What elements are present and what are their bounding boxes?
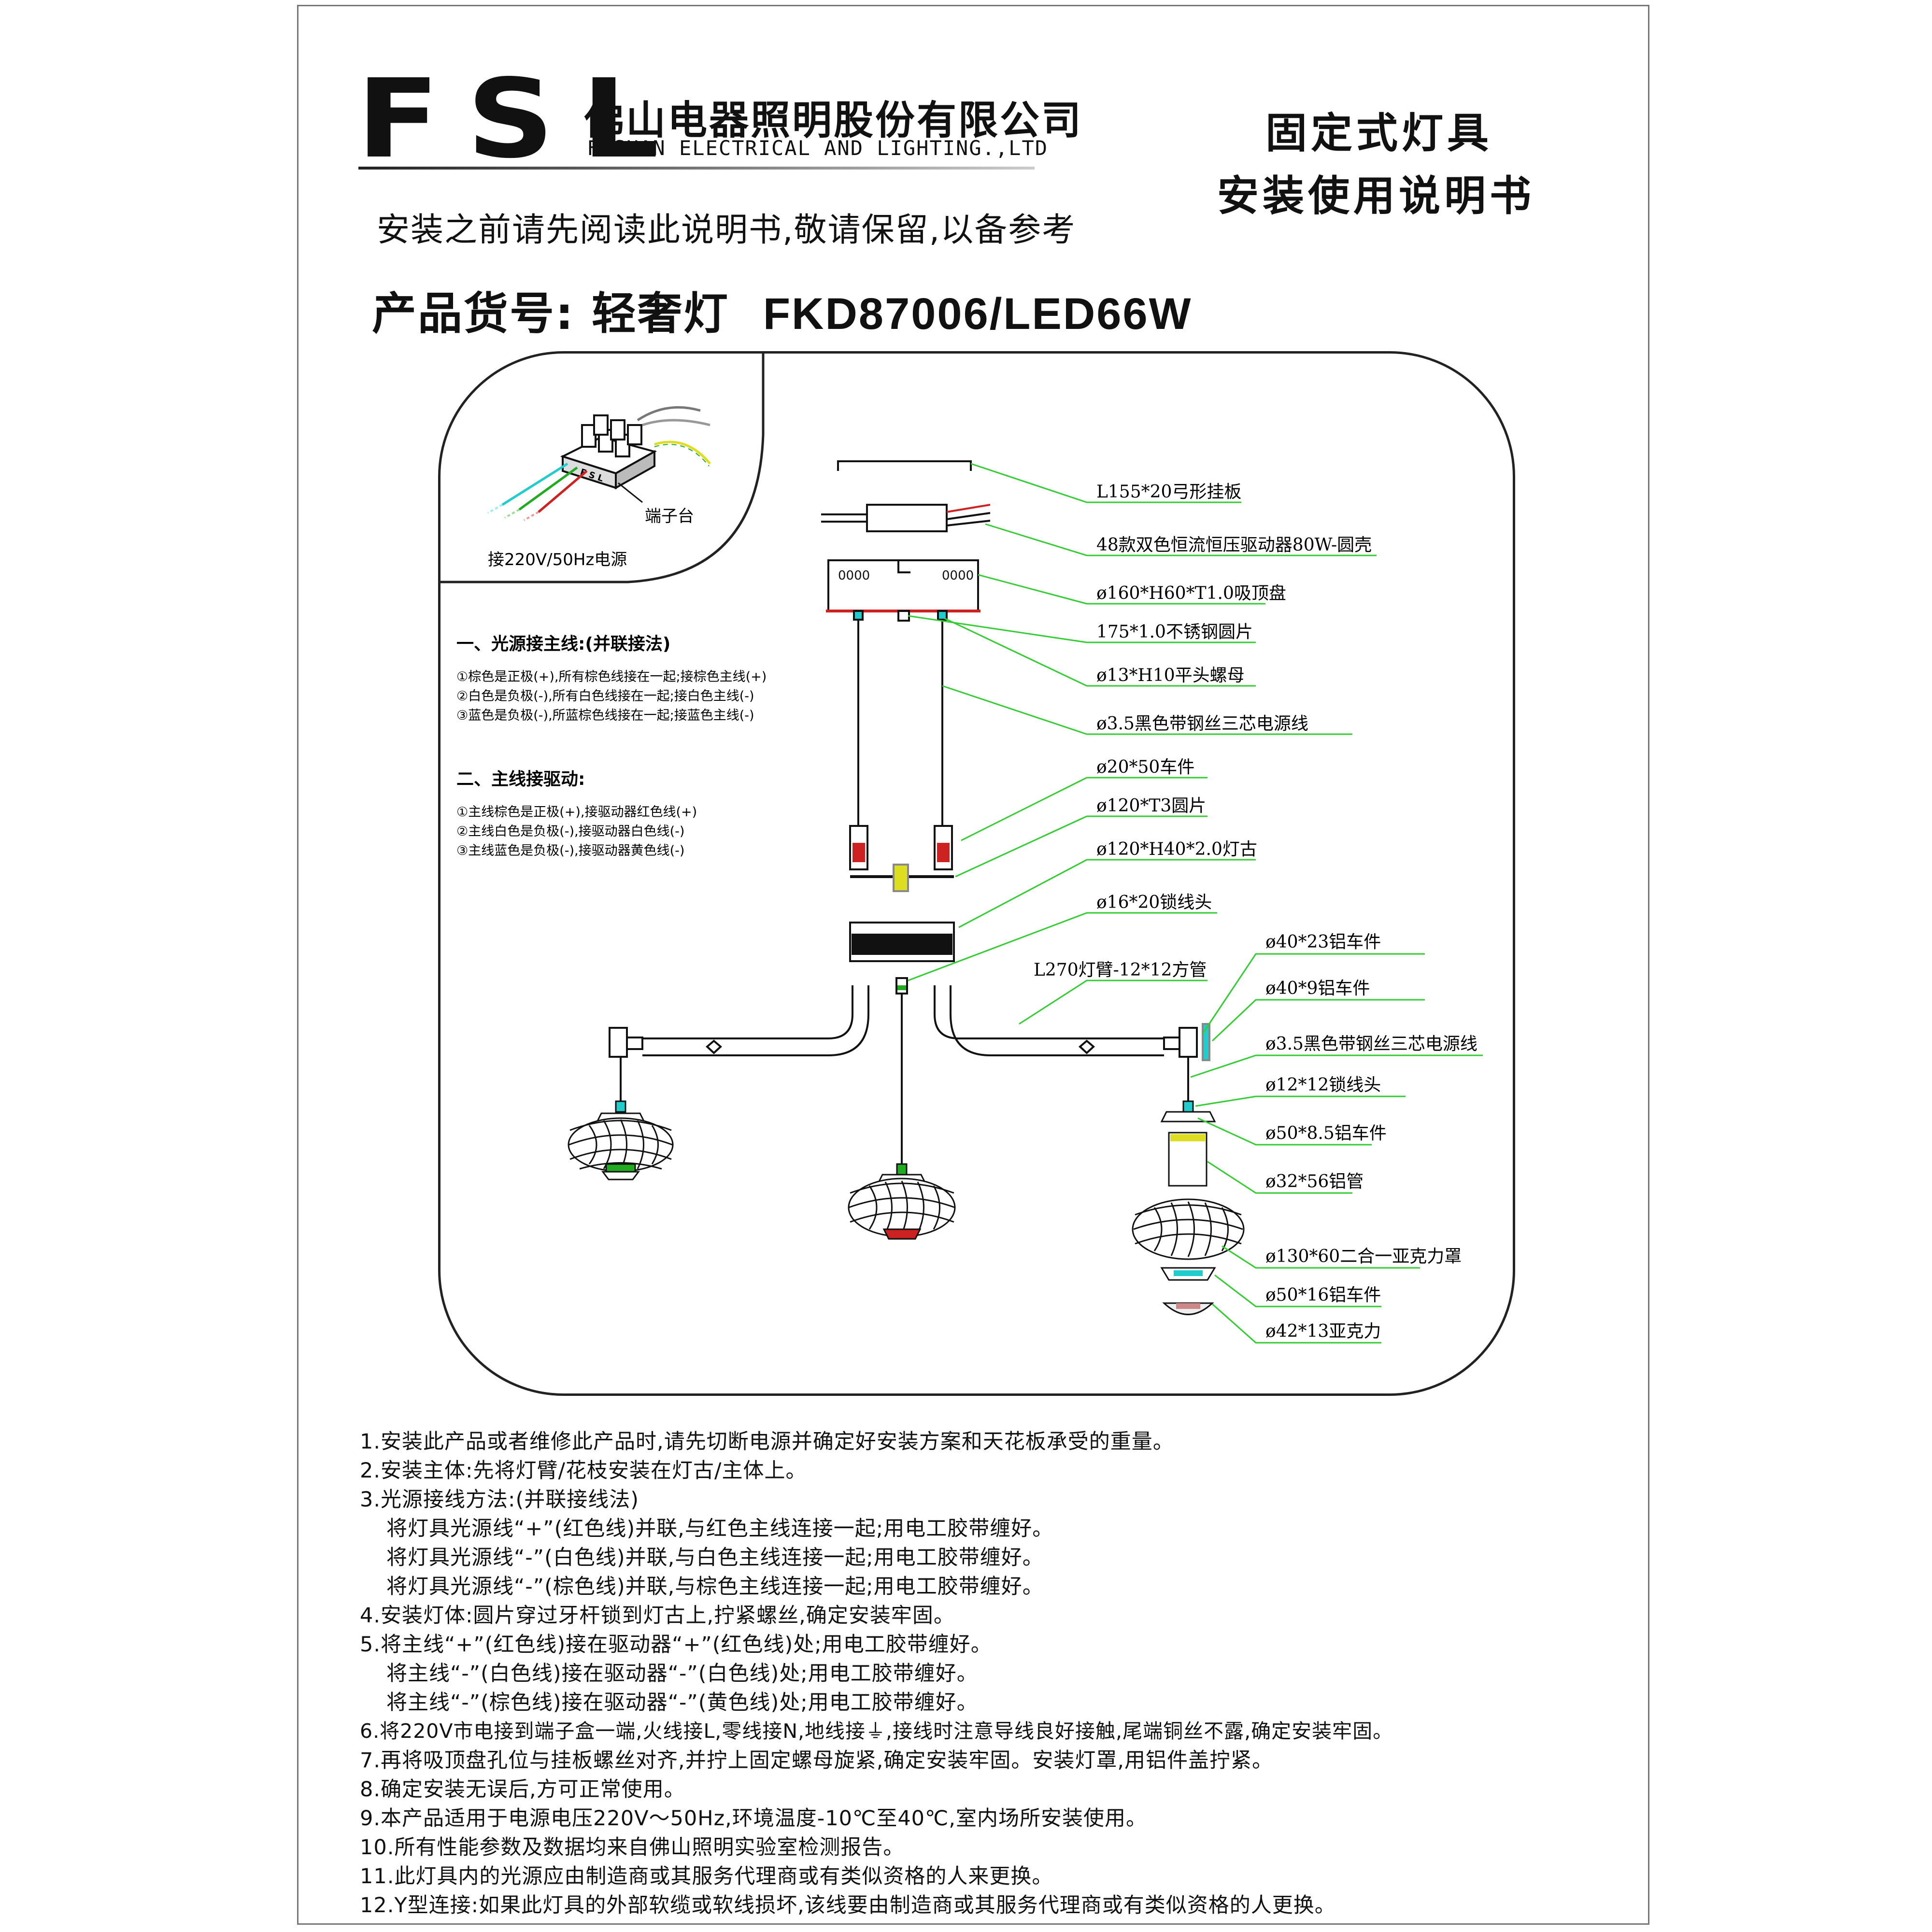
callout-label: L270灯臂-12*12方管 <box>1034 960 1207 980</box>
wiring-section1-title: 一、光源接主线:(并联接法) <box>456 634 670 654</box>
product-line: 产品货号: 轻奢灯 FKD87006/LED66W <box>372 278 1192 342</box>
instruction-line: 6.将220V市电接到端子盒一端,火线接L,零线接N,地线接⏚,接线时注意导线良… <box>360 1719 1393 1743</box>
ceiling-canopy <box>827 559 979 612</box>
instruction-line: 将主线“-”(白色线)接在驱动器“-”(白色线)处;用电工胶带缠好。 <box>386 1662 978 1686</box>
callout-label: ø120*T3圆片 <box>1096 796 1206 816</box>
mounting-bracket <box>837 460 972 471</box>
instruction-line: 将灯具光源线“+”(红色线)并联,与红色主线连接一起;用电工胶带缠好。 <box>386 1517 1054 1541</box>
wiring-section2-line: ②主线白色是负极(-),接驱动器白色线(-) <box>456 824 684 839</box>
instruction-line: 将灯具光源线“-”(棕色线)并联,与棕色主线连接一起;用电工胶带缠好。 <box>386 1575 1044 1599</box>
wiring-section1-line: ②白色是负极(-),所有白色线接在一起;接白色主线(-) <box>456 689 754 704</box>
pendant-shade-left <box>568 1100 674 1180</box>
wiring-section2-title: 二、主线接驱动: <box>456 769 585 789</box>
lamp-arm-right <box>934 985 1164 1056</box>
yellow-ground-wire <box>654 440 711 465</box>
callout-label: ø130*60二合一亚克力罩 <box>1265 1247 1462 1266</box>
callout-label: ø50*16铝车件 <box>1265 1285 1381 1305</box>
instruction-line: 12.Y型连接:如果此灯具的外部软缆或软线损坏,该线要由制造商或其服务代理商或有… <box>360 1893 1336 1918</box>
instruction-line: 9.本产品适用于电源电压220V～50Hz,环境温度-10℃至40℃,室内场所安… <box>360 1806 1148 1831</box>
product-code: FKD87006/LED66W <box>763 289 1193 339</box>
wiring-section2-line: ①主线棕色是正极(+),接驱动器红色线(+) <box>456 805 697 820</box>
callout-label: ø40*9铝车件 <box>1265 979 1370 998</box>
company-name-en: FOSHAN ELECTRICAL AND LIGHTING.,LTD <box>587 136 1049 160</box>
callout-label: ø40*23铝车件 <box>1265 932 1381 952</box>
installation-diagram-frame <box>438 351 1515 1396</box>
wiring-section2-line: ③主线蓝色是负极(-),接驱动器黄色线(-) <box>456 843 684 858</box>
pendant-shade-center <box>848 1163 956 1240</box>
callout-label: 48款双色恒流恒压驱动器80W-圆壳 <box>1096 535 1372 555</box>
instruction-line: 将主线“-”(棕色线)接在驱动器“-”(黄色线)处;用电工胶带缠好。 <box>386 1690 978 1715</box>
callout-label: ø13*H10平头螺母 <box>1096 666 1245 685</box>
doc-title-line2: 安装使用说明书 <box>1217 172 1535 220</box>
document-sheet <box>297 5 1649 1925</box>
callout-label: ø16*20锁线头 <box>1096 893 1212 912</box>
power-wire-green <box>518 466 578 511</box>
wiring-section1-line: ①棕色是正极(+),所有棕色线接在一起;接棕色主线(+) <box>456 669 767 684</box>
power-wire-cyan <box>501 462 568 506</box>
svg-text:0000: 0000 <box>942 568 974 583</box>
fsl-logo: FSL <box>356 56 686 183</box>
wiring-section1-line: ③蓝色是负极(-),所蓝棕色线接在一起;接蓝色主线(-) <box>456 708 754 723</box>
callout-label: ø3.5黑色带钢丝三芯电源线 <box>1096 714 1308 734</box>
instruction-line: 1.安装此产品或者维修此产品时,请先切断电源并确定好安装方案和天花板承受的重量。 <box>360 1430 1174 1454</box>
grey-wire <box>637 406 701 422</box>
grey-wire-2 <box>642 419 710 426</box>
logo-underline <box>358 167 1035 170</box>
instruction-line: 5.将主线“+”(红色线)接在驱动器“+”(红色线)处;用电工胶带缠好。 <box>360 1633 992 1657</box>
callout-label: ø12*12锁线头 <box>1265 1075 1381 1095</box>
callout-label: ø42*13亚克力 <box>1265 1321 1381 1341</box>
company-name-cn: 佛山电器照明股份有限公司 <box>584 98 1083 143</box>
callout-leader-lines <box>908 463 1483 1344</box>
callout-label: ø20*50车件 <box>1096 757 1194 777</box>
callout-label: ø160*H60*T1.0吸顶盘 <box>1096 583 1286 603</box>
instruction-line: 4.安装灯体:圆片穿过牙杆锁到灯古上,拧紧螺丝,确定安装牢固。 <box>360 1604 955 1628</box>
led-driver <box>866 504 948 532</box>
green-ground-wire <box>654 444 710 467</box>
instruction-line: 7.再将吸顶盘孔位与挂板螺丝对齐,并拧上固定螺母旋紧,确定安装牢固。安装灯罩,用… <box>360 1748 1274 1773</box>
instruction-line: 3.光源接线方法:(并联接线法) <box>360 1488 639 1512</box>
callout-label: ø3.5黑色带钢丝三芯电源线 <box>1265 1034 1477 1054</box>
callout-label: ø32*56铝管 <box>1265 1172 1364 1192</box>
pendant-shade-right <box>1132 1100 1245 1315</box>
callout-label: ø50*8.5铝车件 <box>1265 1123 1387 1143</box>
power-supply-label: 接220V/50Hz电源 <box>488 550 627 569</box>
terminal-leader <box>618 482 643 503</box>
lamp-arm-left <box>642 985 869 1056</box>
terminal-inset-border <box>438 353 765 583</box>
doc-title-line1: 固定式灯具 <box>1265 109 1492 157</box>
instruction-line: 8.确定安装无误后,方可正常使用。 <box>360 1777 685 1802</box>
callout-label: ø120*H40*2.0灯古 <box>1096 839 1257 859</box>
svg-text:0000: 0000 <box>838 568 870 583</box>
callout-label: 175*1.0不锈钢圆片 <box>1096 622 1253 642</box>
product-label: 产品货号: 轻奢灯 <box>372 288 729 340</box>
power-wire-red <box>538 470 588 513</box>
terminal-label: 端子台 <box>645 507 694 526</box>
instruction-line: 将灯具光源线“-”(白色线)并联,与白色主线连接一起;用电工胶带缠好。 <box>386 1546 1044 1570</box>
terminal-block-icon: F S L <box>560 414 657 490</box>
callout-label: L155*20弓形挂板 <box>1096 482 1241 502</box>
instruction-line: 11.此灯具内的光源应由制造商或其服务代理商或有类似资格的人来更换。 <box>360 1864 1053 1889</box>
instruction-line: 2.安装主体:先将灯臂/花枝安装在灯古/主体上。 <box>360 1459 807 1483</box>
read-before-install-notice: 安装之前请先阅读此说明书,敬请保留,以备参考 <box>377 211 1076 249</box>
instruction-line: 10.所有性能参数及数据均来自佛山照明实验室检测报告。 <box>360 1835 905 1860</box>
